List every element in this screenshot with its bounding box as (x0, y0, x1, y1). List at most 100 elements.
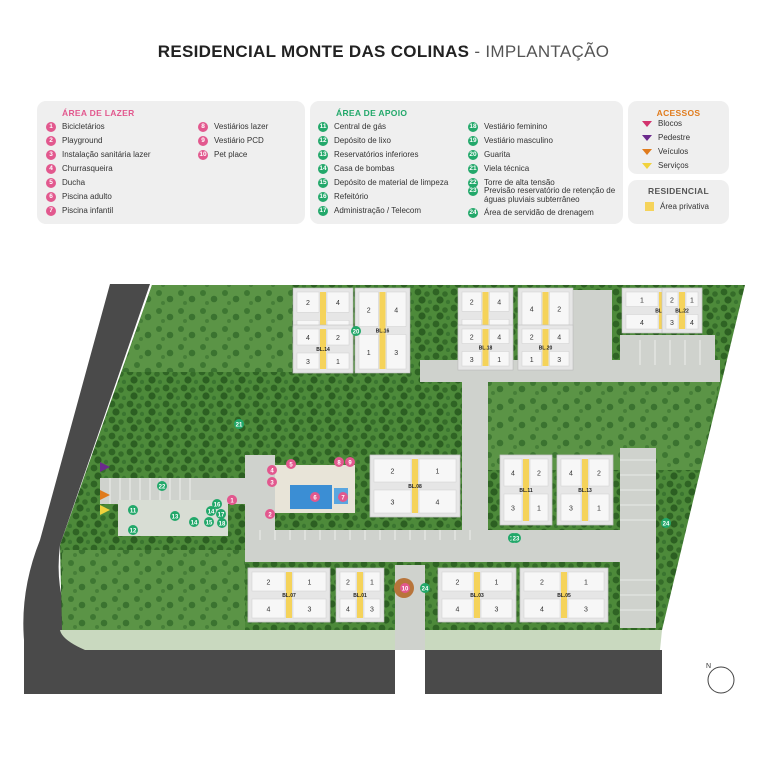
map-marker-number: 12 (130, 528, 137, 534)
block-label: BL.13 (578, 488, 592, 494)
legend-lazer-item-8: 8 Vestiários lazer (198, 122, 268, 132)
unit-cell (685, 314, 699, 330)
unit-number: 3 (511, 506, 515, 513)
legend-lazer-item-number-1: 1 (46, 122, 56, 132)
private-area (320, 329, 326, 369)
legend-residencial-heading: RESIDENCIAL (648, 186, 709, 196)
unit-number: 1 (597, 506, 601, 513)
unit-cell (358, 334, 379, 370)
map-marker-number: 24 (663, 521, 670, 527)
legend-access-item-pedestre: Pedestre (642, 134, 690, 142)
block-label: BL.22 (675, 309, 689, 315)
unit-number: 1 (370, 580, 374, 587)
unit-cell (625, 291, 659, 307)
title-sub: IMPLANTAÇÃO (485, 42, 610, 61)
legend-apoio-item-label: Refeitório (334, 192, 369, 201)
legend-lazer-item-label: Piscina adulto (62, 192, 112, 201)
unit-cell (480, 598, 513, 619)
parking-lines (109, 340, 701, 611)
residential-blocks: 243142BL.154231BL.142413BL.16241342BL.17… (247, 287, 703, 623)
legend-apoio-item-number-12: 12 (318, 136, 328, 146)
unit-number: 4 (456, 607, 460, 614)
legend-lazer-item-number-4: 4 (46, 164, 56, 174)
unit-cell (363, 598, 381, 619)
tree-area-south (62, 550, 245, 630)
unit-number: 2 (456, 580, 460, 587)
legend-lazer-item-label: Piscina infantil (62, 206, 114, 215)
compass-ring (707, 666, 735, 694)
unit-cell (523, 598, 561, 619)
unit-cell (461, 291, 482, 312)
private-area (357, 572, 363, 618)
legend-lazer-item-number-2: 2 (46, 136, 56, 146)
legend-apoio-item-number-19: 19 (468, 136, 478, 146)
unit-number: 4 (690, 320, 694, 327)
map-marker-number: 18 (219, 521, 226, 527)
unit-number: 2 (267, 580, 271, 587)
map-marker-22 (157, 481, 167, 491)
map-marker-number: 23 (513, 536, 520, 542)
map-marker-24 (661, 518, 671, 528)
unit-number: 3 (370, 607, 374, 614)
private-area (412, 459, 418, 513)
legend-lazer-item-number-7: 7 (46, 206, 56, 216)
legend-apoio-item-label: Torre de alta tensão (484, 178, 555, 187)
unit-cell (588, 493, 610, 522)
page-title: RESIDENCIAL MONTE DAS COLINAS - IMPLANTA… (0, 42, 767, 62)
map-marker-11 (128, 505, 138, 515)
unit-cell (326, 291, 350, 313)
unit-number: 1 (497, 357, 501, 364)
legend-apoio-item-number-21: 21 (468, 164, 478, 174)
unit-number: 1 (640, 297, 644, 304)
unit-cell (326, 352, 350, 370)
legend-residencial-panel (628, 180, 729, 224)
map-marker-number: 1 (230, 498, 234, 504)
legend-lazer-heading: ÁREA DE LAZER (62, 108, 135, 118)
tree-area-east (488, 380, 720, 470)
unit-cell (665, 291, 679, 307)
legend-access-item-serviços: Serviços (642, 162, 689, 170)
unit-cell (560, 493, 582, 522)
map-marker-1 (227, 495, 237, 505)
unit-number: 2 (530, 334, 534, 341)
unit-cell (567, 598, 605, 619)
legend-lazer-panel (37, 101, 305, 224)
legend-access-item-blocos: Blocos (642, 120, 682, 128)
unit-number: 1 (537, 506, 541, 513)
legend-lazer-item-label: Vestiários lazer (214, 122, 269, 131)
legend-apoio-item-number-24: 24 (468, 208, 478, 218)
map-marker-9 (345, 457, 355, 467)
block-label: BL.11 (519, 488, 533, 494)
legend-apoio-item-label: Depósito de material de limpeza (334, 178, 449, 187)
legend-apoio-panel (310, 101, 623, 224)
unit-cell (292, 598, 327, 619)
unit-number: 3 (569, 506, 573, 513)
legend-lazer-item-number-8: 8 (198, 122, 208, 132)
unit-cell (373, 489, 412, 514)
unit-number: 2 (391, 469, 395, 476)
unit-cell (560, 458, 582, 487)
legend-access-label: Serviços (658, 161, 689, 170)
unit-number: 2 (557, 307, 561, 314)
unit-number: 1 (495, 580, 499, 587)
legend-apoio-item-number-18: 18 (468, 122, 478, 132)
access-triangle-icon (642, 149, 652, 155)
unit-number: 1 (584, 580, 588, 587)
legend-residencial-item: Área privativa (645, 202, 709, 211)
legend-apoio-item-number-16: 16 (318, 192, 328, 202)
